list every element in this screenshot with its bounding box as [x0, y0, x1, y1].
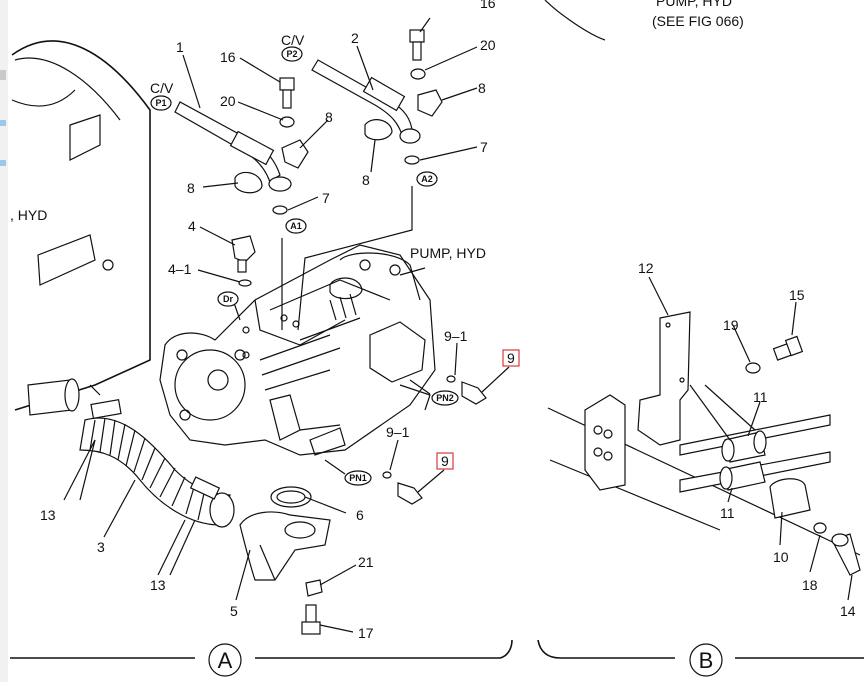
- label-pump-hyd: PUMP, HYD: [410, 245, 486, 261]
- suction-hose-3: [27, 378, 235, 528]
- left-edge-strip: [0, 0, 8, 682]
- part-number-16-left: 16: [220, 49, 236, 65]
- part-number-8-b: 8: [478, 80, 486, 96]
- label-see-fig: (SEE FIG 066): [652, 13, 744, 29]
- part-number-11-b: 11: [720, 505, 735, 521]
- part-number-7-b: 7: [480, 139, 488, 155]
- hydraulic-tank-drawing: [11, 40, 151, 411]
- part-number-8-a: 8: [325, 109, 333, 125]
- label-c-v-p2: C/V: [281, 32, 305, 48]
- label-hyd-left: , HYD: [10, 207, 47, 223]
- part-number-3: 3: [97, 539, 105, 555]
- elbow-and-fasteners: [239, 486, 331, 635]
- part-number-10: 10: [773, 549, 789, 565]
- tag-dr: Dr: [223, 294, 233, 304]
- part-number-9-upper: 9: [507, 350, 515, 366]
- part-number-12: 12: [638, 260, 654, 276]
- part-number-21: 21: [358, 554, 374, 570]
- part-number-13-b: 13: [150, 577, 166, 593]
- part-number-18: 18: [802, 577, 818, 593]
- part-number-20-left: 20: [220, 93, 236, 109]
- part-number-15: 15: [789, 287, 805, 303]
- tag-p2: P2: [286, 49, 297, 59]
- tag-pn2: PN2: [436, 393, 454, 403]
- part-number-8-d: 8: [362, 172, 370, 188]
- hose-2: [311, 59, 421, 144]
- bolts-washers-orings: [238, 29, 426, 287]
- part-number-7-a: 7: [322, 190, 330, 206]
- label-c-v-p1: C/V: [150, 80, 174, 96]
- part-number-4-1: 4–1: [168, 261, 192, 277]
- hose-1: [174, 101, 292, 192]
- clamp-parts-8: [234, 89, 443, 194]
- view-b-drawing: [547, 311, 861, 576]
- part-number-9-1-a: 9–1: [444, 328, 468, 344]
- port-tags: [150, 46, 459, 486]
- tag-a2: A2: [421, 174, 433, 184]
- fittings-9: [382, 375, 487, 505]
- sensor-4: [231, 235, 256, 273]
- tag-p1: P1: [155, 98, 166, 108]
- part-number-14: 14: [840, 603, 856, 619]
- part-number-16-top: 16: [480, 0, 496, 11]
- highlight-box-9-lower: [436, 452, 454, 470]
- fig066-boundary: [544, 0, 606, 41]
- view-label-a: A: [218, 648, 233, 673]
- view-b-bracket: [537, 639, 864, 677]
- view-a-bracket: [10, 639, 513, 677]
- part-number-9-1-b: 9–1: [386, 424, 410, 440]
- part-number-5: 5: [230, 603, 238, 619]
- tag-pn1: PN1: [349, 473, 367, 483]
- part-number-17: 17: [358, 625, 374, 641]
- part-number-6: 6: [356, 507, 364, 523]
- label-pump-hyd-top: PUMP, HYD: [656, 0, 732, 9]
- part-number-11-a: 11: [753, 389, 768, 405]
- part-number-20-right: 20: [480, 37, 496, 53]
- tag-a1: A1: [290, 221, 302, 231]
- part-number-19: 19: [723, 317, 739, 333]
- leader-lines: [63, 17, 853, 633]
- part-number-1: 1: [176, 39, 184, 55]
- part-number-2: 2: [351, 30, 359, 46]
- highlight-box-9-upper: [502, 349, 520, 367]
- view-label-b: B: [699, 648, 714, 673]
- part-number-4: 4: [188, 218, 196, 234]
- part-number-8-c: 8: [187, 180, 195, 196]
- part-number-9-lower: 9: [441, 453, 449, 469]
- hydraulic-pump-body: [159, 244, 436, 456]
- part-number-13-a: 13: [40, 507, 56, 523]
